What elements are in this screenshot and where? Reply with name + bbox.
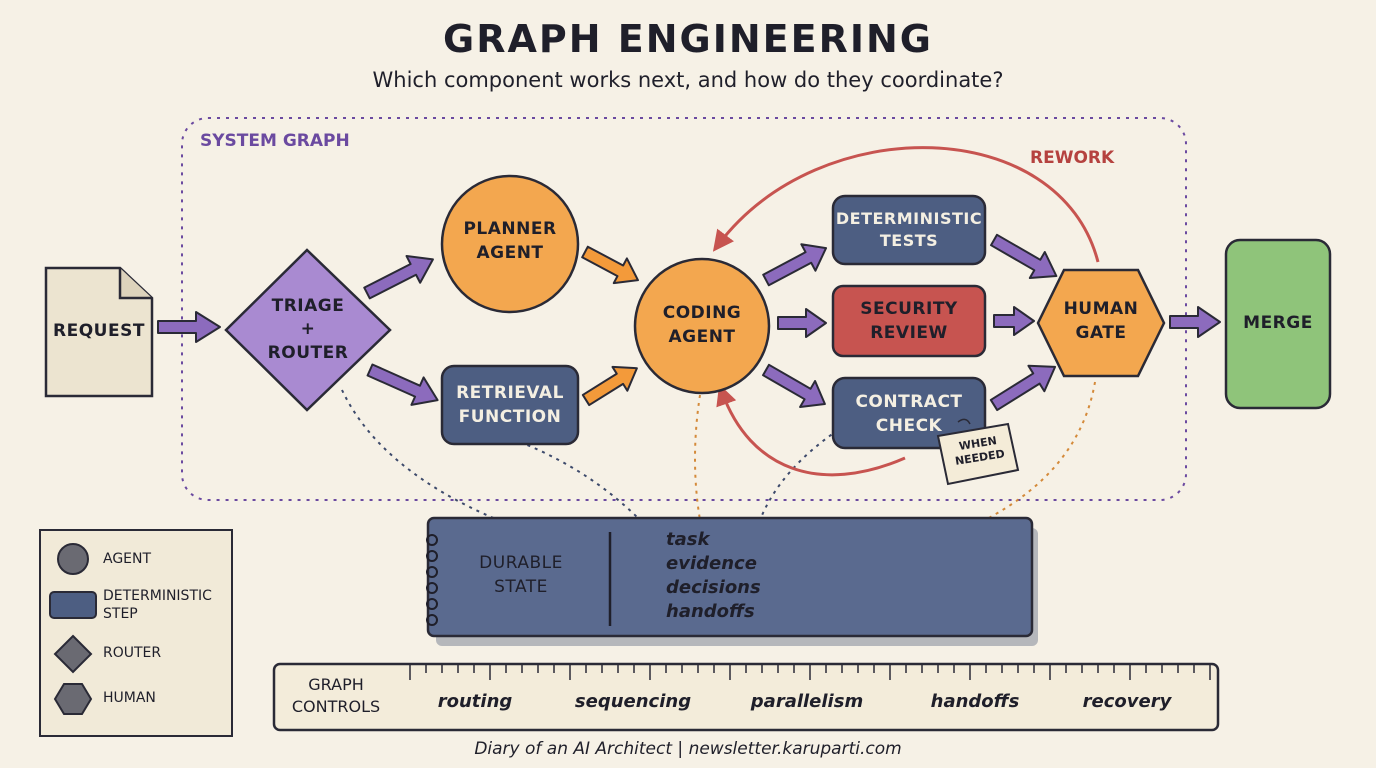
durable-state-label-line1: DURABLE	[479, 553, 563, 573]
when-needed-tag	[936, 422, 1020, 486]
planner-label-line2: AGENT	[476, 243, 544, 263]
rework-arrow-top	[712, 146, 1100, 263]
legend-router-diamond	[53, 634, 93, 674]
state-item-decisions: decisions	[666, 577, 761, 598]
security-label-line1: SECURITY	[860, 299, 958, 319]
security-label-line2: REVIEW	[870, 323, 948, 343]
arrow-coding-tests	[762, 243, 828, 287]
planner-label-line1: PLANNER	[463, 219, 557, 239]
legend-step-label-line1: DETERMINISTIC	[103, 588, 212, 604]
human-label-line1: HUMAN	[1063, 299, 1139, 319]
triage-router-diamond	[224, 248, 392, 412]
arrow-human-merge	[1169, 306, 1221, 338]
control-recovery: recovery	[1082, 691, 1172, 712]
contract-label-line2: CHECK	[875, 416, 943, 436]
arrow-triage-retrieval	[366, 363, 439, 406]
request-label: REQUEST	[53, 321, 145, 341]
ruler-ticks	[409, 664, 1211, 680]
contract-check-box	[831, 376, 987, 450]
human-gate-hexagon	[1036, 268, 1166, 378]
page-title: GRAPH ENGINEERING	[443, 17, 933, 61]
arrow-request-triage	[157, 311, 221, 343]
connector-contract-state	[759, 429, 839, 521]
when-needed-string	[957, 418, 971, 425]
controls-label-line1: GRAPH	[308, 675, 364, 694]
control-sequencing: sequencing	[574, 691, 692, 712]
legend-agent-label: AGENT	[103, 551, 152, 567]
request-document	[44, 266, 154, 398]
control-handoffs: handoffs	[930, 691, 1020, 712]
notebook-spiral	[426, 534, 438, 626]
legend-step-label-line2: STEP	[103, 606, 138, 622]
state-item-task: task	[666, 529, 710, 550]
deterministic-tests-box	[831, 194, 987, 266]
durable-state-notebook	[426, 516, 1034, 638]
coding-label-line2: AGENT	[668, 327, 736, 347]
merge-box	[1224, 238, 1332, 410]
system-graph-label: SYSTEM GRAPH	[200, 131, 350, 151]
control-routing: routing	[437, 691, 513, 712]
durable-state-label-line2: STATE	[494, 577, 548, 597]
legend-router-label: ROUTER	[103, 645, 162, 661]
planner-agent-circle	[440, 174, 580, 314]
human-label-line2: GATE	[1075, 323, 1127, 343]
retrieval-label-line2: FUNCTION	[458, 407, 562, 427]
control-parallelism: parallelism	[750, 691, 864, 712]
tests-label-line1: DETERMINISTIC	[835, 209, 983, 228]
legend-human-label: HUMAN	[103, 690, 156, 706]
arrow-coding-contract	[762, 363, 826, 408]
state-item-evidence: evidence	[666, 553, 757, 574]
coding-label-line1: CODING	[662, 303, 742, 323]
arrow-security-human	[993, 306, 1035, 336]
retrieval-label-line1: RETRIEVAL	[456, 383, 564, 403]
page-subtitle: Which component works next, and how do t…	[372, 68, 1004, 92]
arrow-tests-human	[990, 233, 1058, 279]
contract-label-line1: CONTRACT	[855, 392, 963, 412]
triage-label-line3: ROUTER	[267, 343, 349, 363]
arrow-retrieval-coding	[581, 365, 638, 407]
arrow-triage-planner	[363, 255, 434, 300]
connector-retrieval-state	[519, 441, 641, 521]
state-item-handoffs: handoffs	[666, 601, 755, 622]
controls-label-line2: CONTROLS	[291, 697, 381, 716]
merge-label: MERGE	[1243, 313, 1313, 333]
arrow-planner-coding	[581, 245, 639, 285]
request-document-fold	[118, 268, 152, 300]
retrieval-function-box	[440, 364, 580, 446]
arrow-contract-human	[989, 364, 1057, 412]
connector-coding-state	[694, 394, 701, 521]
triage-label-line2: +	[300, 319, 316, 339]
legend-step-rect	[49, 591, 97, 619]
connector-triage-state	[341, 389, 499, 521]
coding-agent-circle	[633, 257, 771, 395]
legend-agent-circle	[57, 543, 89, 575]
footer-credit: Diary of an AI Architect | newsletter.ka…	[474, 739, 902, 759]
arrow-coding-security	[777, 308, 827, 338]
system-graph-boundary	[181, 117, 1187, 501]
rework-label: REWORK	[1030, 148, 1115, 168]
triage-label-line1: TRIAGE	[271, 296, 345, 316]
rework-arrow-bottom	[716, 384, 906, 477]
legend-human-hexagon	[53, 683, 93, 715]
security-review-box	[831, 284, 987, 358]
tests-label-line2: TESTS	[879, 231, 939, 250]
